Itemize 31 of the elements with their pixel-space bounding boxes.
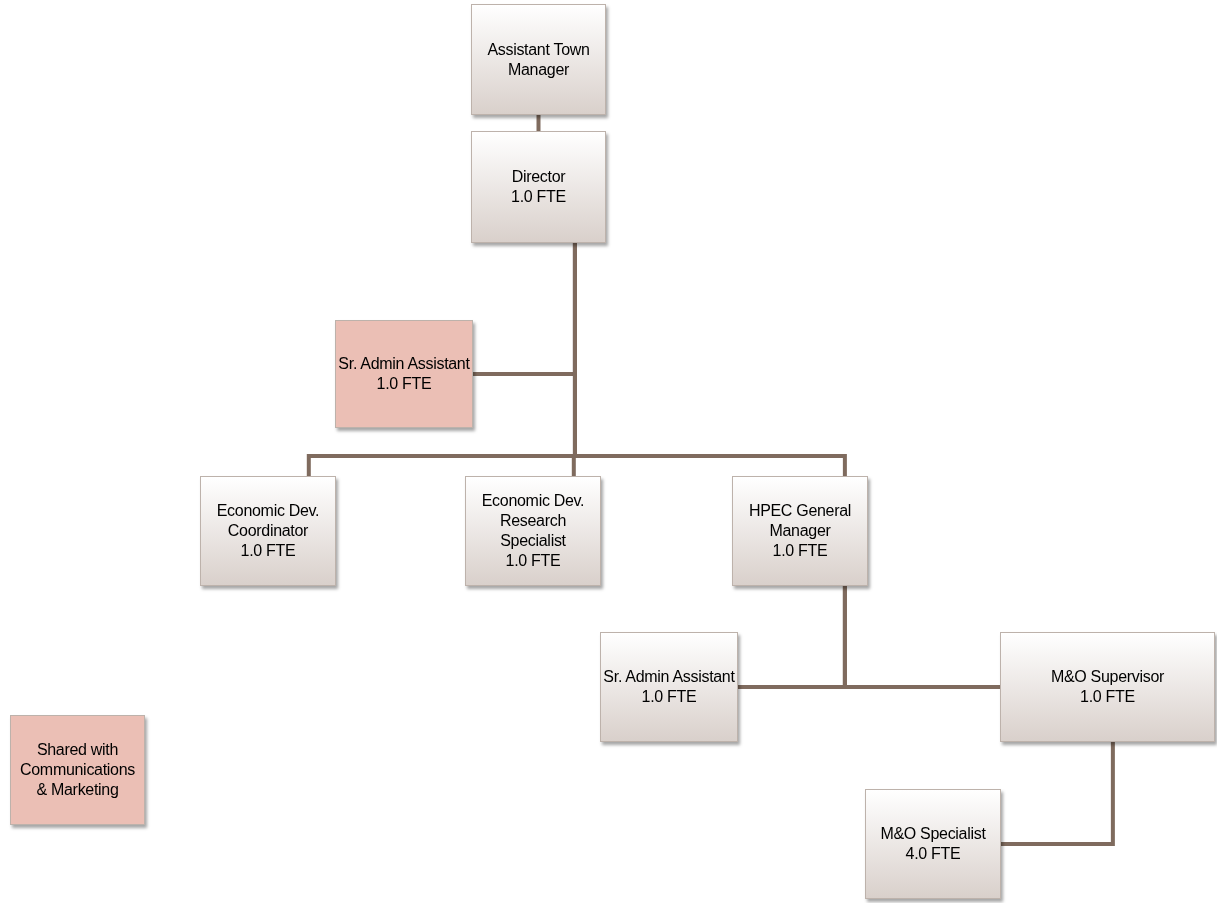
fte-count: 1.0 FTE — [641, 687, 697, 707]
position-title: HPEC General Manager — [747, 501, 853, 541]
position-box — [865, 789, 1001, 899]
fte-count: 1.0 FTE — [1080, 687, 1135, 707]
fte-count: 1.0 FTE — [511, 187, 566, 207]
position-title: M&O Specialist — [880, 824, 986, 844]
position-box — [600, 632, 738, 742]
position-box — [732, 476, 868, 586]
position-title: Assistant Town Manager — [486, 39, 591, 80]
connector-line — [1001, 742, 1115, 846]
fte-count: 1.0 FTE — [505, 551, 561, 571]
position-title: Economic Dev. Research Specialist — [480, 491, 586, 551]
fte-count: 1.0 FTE — [240, 541, 296, 561]
fte-count: 1.0 FTE — [772, 541, 828, 561]
connector-line — [572, 243, 847, 476]
position-box — [471, 131, 606, 243]
fte-count: 4.0 FTE — [905, 844, 961, 864]
connector-line — [536, 115, 541, 131]
position-box — [471, 4, 606, 115]
position-box — [335, 320, 473, 428]
position-title: Economic Dev. Coordinator — [215, 501, 321, 541]
connector-line — [842, 586, 1000, 689]
position-title: Sr. Admin Assistant — [603, 667, 735, 687]
position-title: Sr. Admin Assistant — [338, 354, 470, 374]
fte-count: 1.0 FTE — [376, 374, 432, 394]
position-box — [465, 476, 601, 586]
position-box — [200, 476, 336, 586]
position-title: M&O Supervisor — [1050, 667, 1165, 687]
position-title: Director — [511, 167, 566, 187]
position-box — [1000, 632, 1215, 742]
legend-text: Shared with Communications & Marketing — [19, 740, 136, 800]
